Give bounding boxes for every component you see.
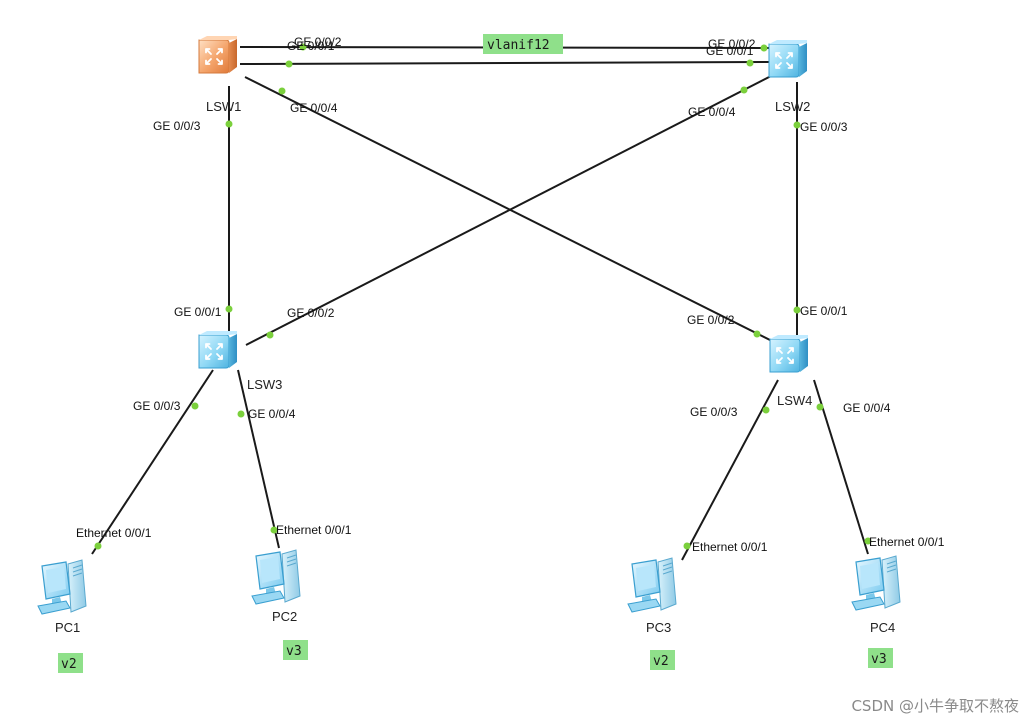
port-label-lsw1-ge1: GE 0/0/1 — [287, 39, 335, 53]
link-lsw4-pc3 — [681, 379, 779, 561]
port-dot — [793, 306, 801, 314]
port-dot — [746, 59, 754, 67]
port-label-pc1-eth: Ethernet 0/0/1 — [76, 526, 152, 540]
tag-pc4-vlan: v3 — [868, 648, 893, 668]
port-dot — [285, 60, 293, 68]
tag-pc1-vlan: v2 — [58, 653, 83, 673]
port-label-lsw3-ge2: GE 0/0/2 — [287, 306, 335, 320]
port-dot — [225, 120, 233, 128]
port-dot — [266, 331, 274, 339]
switch-blue-icon — [768, 39, 808, 78]
device-label-lsw2: LSW2 — [775, 99, 810, 114]
port-dot — [864, 537, 872, 545]
pc-pc1[interactable]: PC1 — [37, 559, 87, 635]
port-dot — [740, 86, 748, 94]
device-label-pc1: PC1 — [55, 620, 80, 635]
port-label-lsw4-ge4: GE 0/0/4 — [843, 401, 891, 415]
device-label-pc4: PC4 — [870, 620, 895, 635]
port-dot — [793, 121, 801, 129]
link-lsw2-lsw3 — [245, 73, 776, 346]
port-label-pc2-eth: Ethernet 0/0/1 — [276, 523, 352, 537]
device-label-pc3: PC3 — [646, 620, 671, 635]
switch-blue-icon — [769, 334, 809, 373]
port-label-lsw1-ge2: GE 0/0/2 — [294, 35, 342, 49]
switch-orange-icon — [198, 35, 238, 74]
port-label-lsw4-ge1: GE 0/0/1 — [800, 304, 848, 318]
device-label-lsw4: LSW4 — [777, 393, 812, 408]
port-label-lsw4-ge2: GE 0/0/2 — [687, 313, 735, 327]
device-label-lsw3: LSW3 — [247, 377, 282, 392]
tag-pc2-vlan: v3 — [283, 640, 308, 660]
pc-icon — [627, 557, 677, 613]
port-dot — [191, 402, 199, 410]
tag-text: v3 — [286, 644, 302, 659]
tag-text: vlanif12 — [487, 38, 550, 53]
pc-icon — [37, 559, 87, 615]
device-label-lsw1: LSW1 — [206, 99, 241, 114]
pc-pc4[interactable]: PC4 — [851, 555, 901, 635]
port-dot — [753, 330, 761, 338]
port-dot — [270, 526, 278, 534]
port-dot — [683, 542, 691, 550]
port-dot — [299, 43, 307, 51]
device-label-pc2: PC2 — [272, 609, 297, 624]
port-label-pc4-eth: Ethernet 0/0/1 — [869, 535, 945, 549]
link-lsw3-pc2 — [237, 369, 280, 549]
link-lsw1-lsw2-ge1 — [239, 61, 771, 65]
link-lsw1-lsw4 — [244, 76, 781, 346]
link-lsw3-pc1 — [91, 369, 214, 555]
port-dot — [760, 44, 768, 52]
watermark: CSDN @小牛争取不熬夜 — [851, 697, 1019, 715]
pc-icon — [251, 549, 301, 605]
switch-lsw3[interactable]: LSW3 — [198, 330, 282, 392]
switch-lsw2[interactable]: LSW2 — [768, 39, 810, 114]
port-dot — [225, 305, 233, 313]
port-dot — [278, 87, 286, 95]
port-label-lsw1-ge4: GE 0/0/4 — [290, 101, 338, 115]
port-label-lsw3-ge1: GE 0/0/1 — [174, 305, 222, 319]
port-dot — [816, 403, 824, 411]
tag-text: v2 — [61, 657, 77, 672]
port-label-lsw2-ge2: GE 0/0/2 — [708, 37, 756, 51]
port-dot — [762, 406, 770, 414]
switch-blue-icon — [198, 330, 238, 369]
port-label-lsw3-ge4: GE 0/0/4 — [248, 407, 296, 421]
tag-vlanif12: vlanif12 — [483, 34, 563, 54]
tag-pc3-vlan: v2 — [650, 650, 675, 670]
port-dot — [237, 410, 245, 418]
port-label-lsw3-ge3: GE 0/0/3 — [133, 399, 181, 413]
tag-text: v2 — [653, 654, 669, 669]
pc-pc2[interactable]: PC2 — [251, 549, 301, 624]
port-label-lsw2-ge3: GE 0/0/3 — [800, 120, 848, 134]
port-label-lsw2-ge1: GE 0/0/1 — [706, 44, 754, 58]
port-dots — [94, 43, 872, 550]
port-label-pc3-eth: Ethernet 0/0/1 — [692, 540, 768, 554]
port-dot — [94, 542, 102, 550]
port-label-lsw1-ge3: GE 0/0/3 — [153, 119, 201, 133]
switch-lsw4[interactable]: LSW4 — [769, 334, 812, 408]
link-lsw4-pc4 — [813, 379, 869, 555]
switch-lsw1[interactable]: LSW1 — [198, 35, 241, 114]
pc-pc3[interactable]: PC3 — [627, 557, 677, 635]
port-label-lsw2-ge4: GE 0/0/4 — [688, 105, 736, 119]
port-label-lsw4-ge3: GE 0/0/3 — [690, 405, 738, 419]
tag-text: v3 — [871, 652, 887, 667]
pc-icon — [851, 555, 901, 611]
